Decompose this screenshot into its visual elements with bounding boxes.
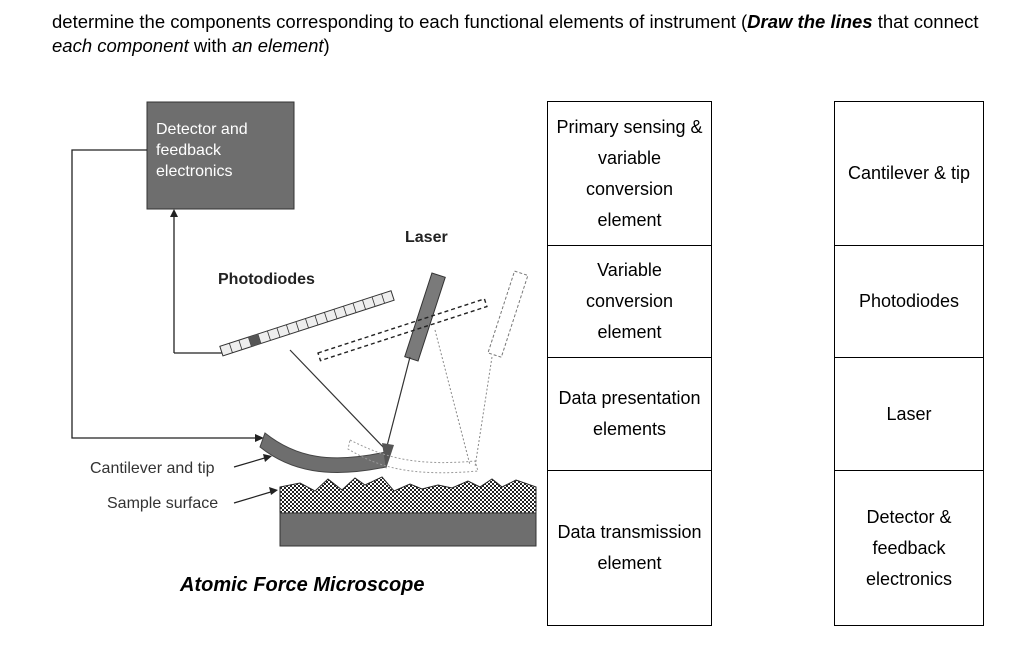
laser-dashed [487, 270, 529, 358]
signal-arrowhead [170, 209, 178, 217]
component-cell-1: Cantilever & tip [835, 102, 983, 246]
dashed-beam-2 [474, 356, 493, 468]
element-cell-3: Data presentation elements [548, 358, 711, 471]
components-column: Cantilever & tip Photodiodes Laser Detec… [834, 101, 984, 626]
instruction-italic1: each component [52, 35, 189, 56]
cantilever [259, 432, 391, 473]
detector-box [146, 101, 295, 210]
photodiode-array [219, 290, 395, 357]
instruction-part4: ) [323, 35, 330, 56]
element-cell-4: Data transmission element [557, 522, 702, 573]
instruction-part2: that connect [872, 11, 979, 32]
sample-substrate [279, 512, 537, 547]
afm-diagram: Detector and feedback electronics [71, 101, 537, 547]
laser-beam [385, 356, 411, 451]
sample-surface [279, 476, 537, 514]
sample-pointer-head [269, 487, 278, 495]
element-cell-2: Variable conversion element [548, 246, 711, 358]
feedback-arrowhead [255, 434, 264, 442]
feedback-line [71, 149, 260, 439]
detector-label: Detector and feedback electronics [156, 121, 248, 180]
diagram-caption: Atomic Force Microscope [180, 574, 425, 596]
dashed-beam-1 [434, 329, 471, 466]
instruction-bold: Draw the lines [747, 11, 873, 32]
cantilever-pointer-head [263, 454, 272, 462]
instruction-italic2: an element [231, 35, 324, 56]
instruction-part3: with [188, 35, 232, 56]
photodiode-dashed [317, 298, 488, 362]
component-cell-4: Detector & feedback electronics [865, 506, 953, 589]
sample-pointer [233, 490, 275, 504]
reflected-beam [289, 349, 387, 451]
photodiodes-label: Photodiodes [218, 271, 315, 288]
cantilever-label: Cantilever and tip [90, 460, 215, 477]
cantilever-pointer [233, 456, 269, 468]
laser-label: Laser [405, 229, 448, 246]
elements-column: Primary sensing & variable conversion el… [547, 101, 712, 626]
component-cell-2: Photodiodes [835, 246, 983, 358]
sample-label: Sample surface [107, 495, 219, 512]
instruction-part1: determine the components corresponding t… [52, 11, 748, 32]
component-cell-3: Laser [835, 358, 983, 471]
instruction-text: determine the components corresponding t… [52, 10, 1002, 58]
laser-body [404, 272, 446, 362]
element-cell-1: Primary sensing & variable conversion el… [548, 102, 711, 246]
